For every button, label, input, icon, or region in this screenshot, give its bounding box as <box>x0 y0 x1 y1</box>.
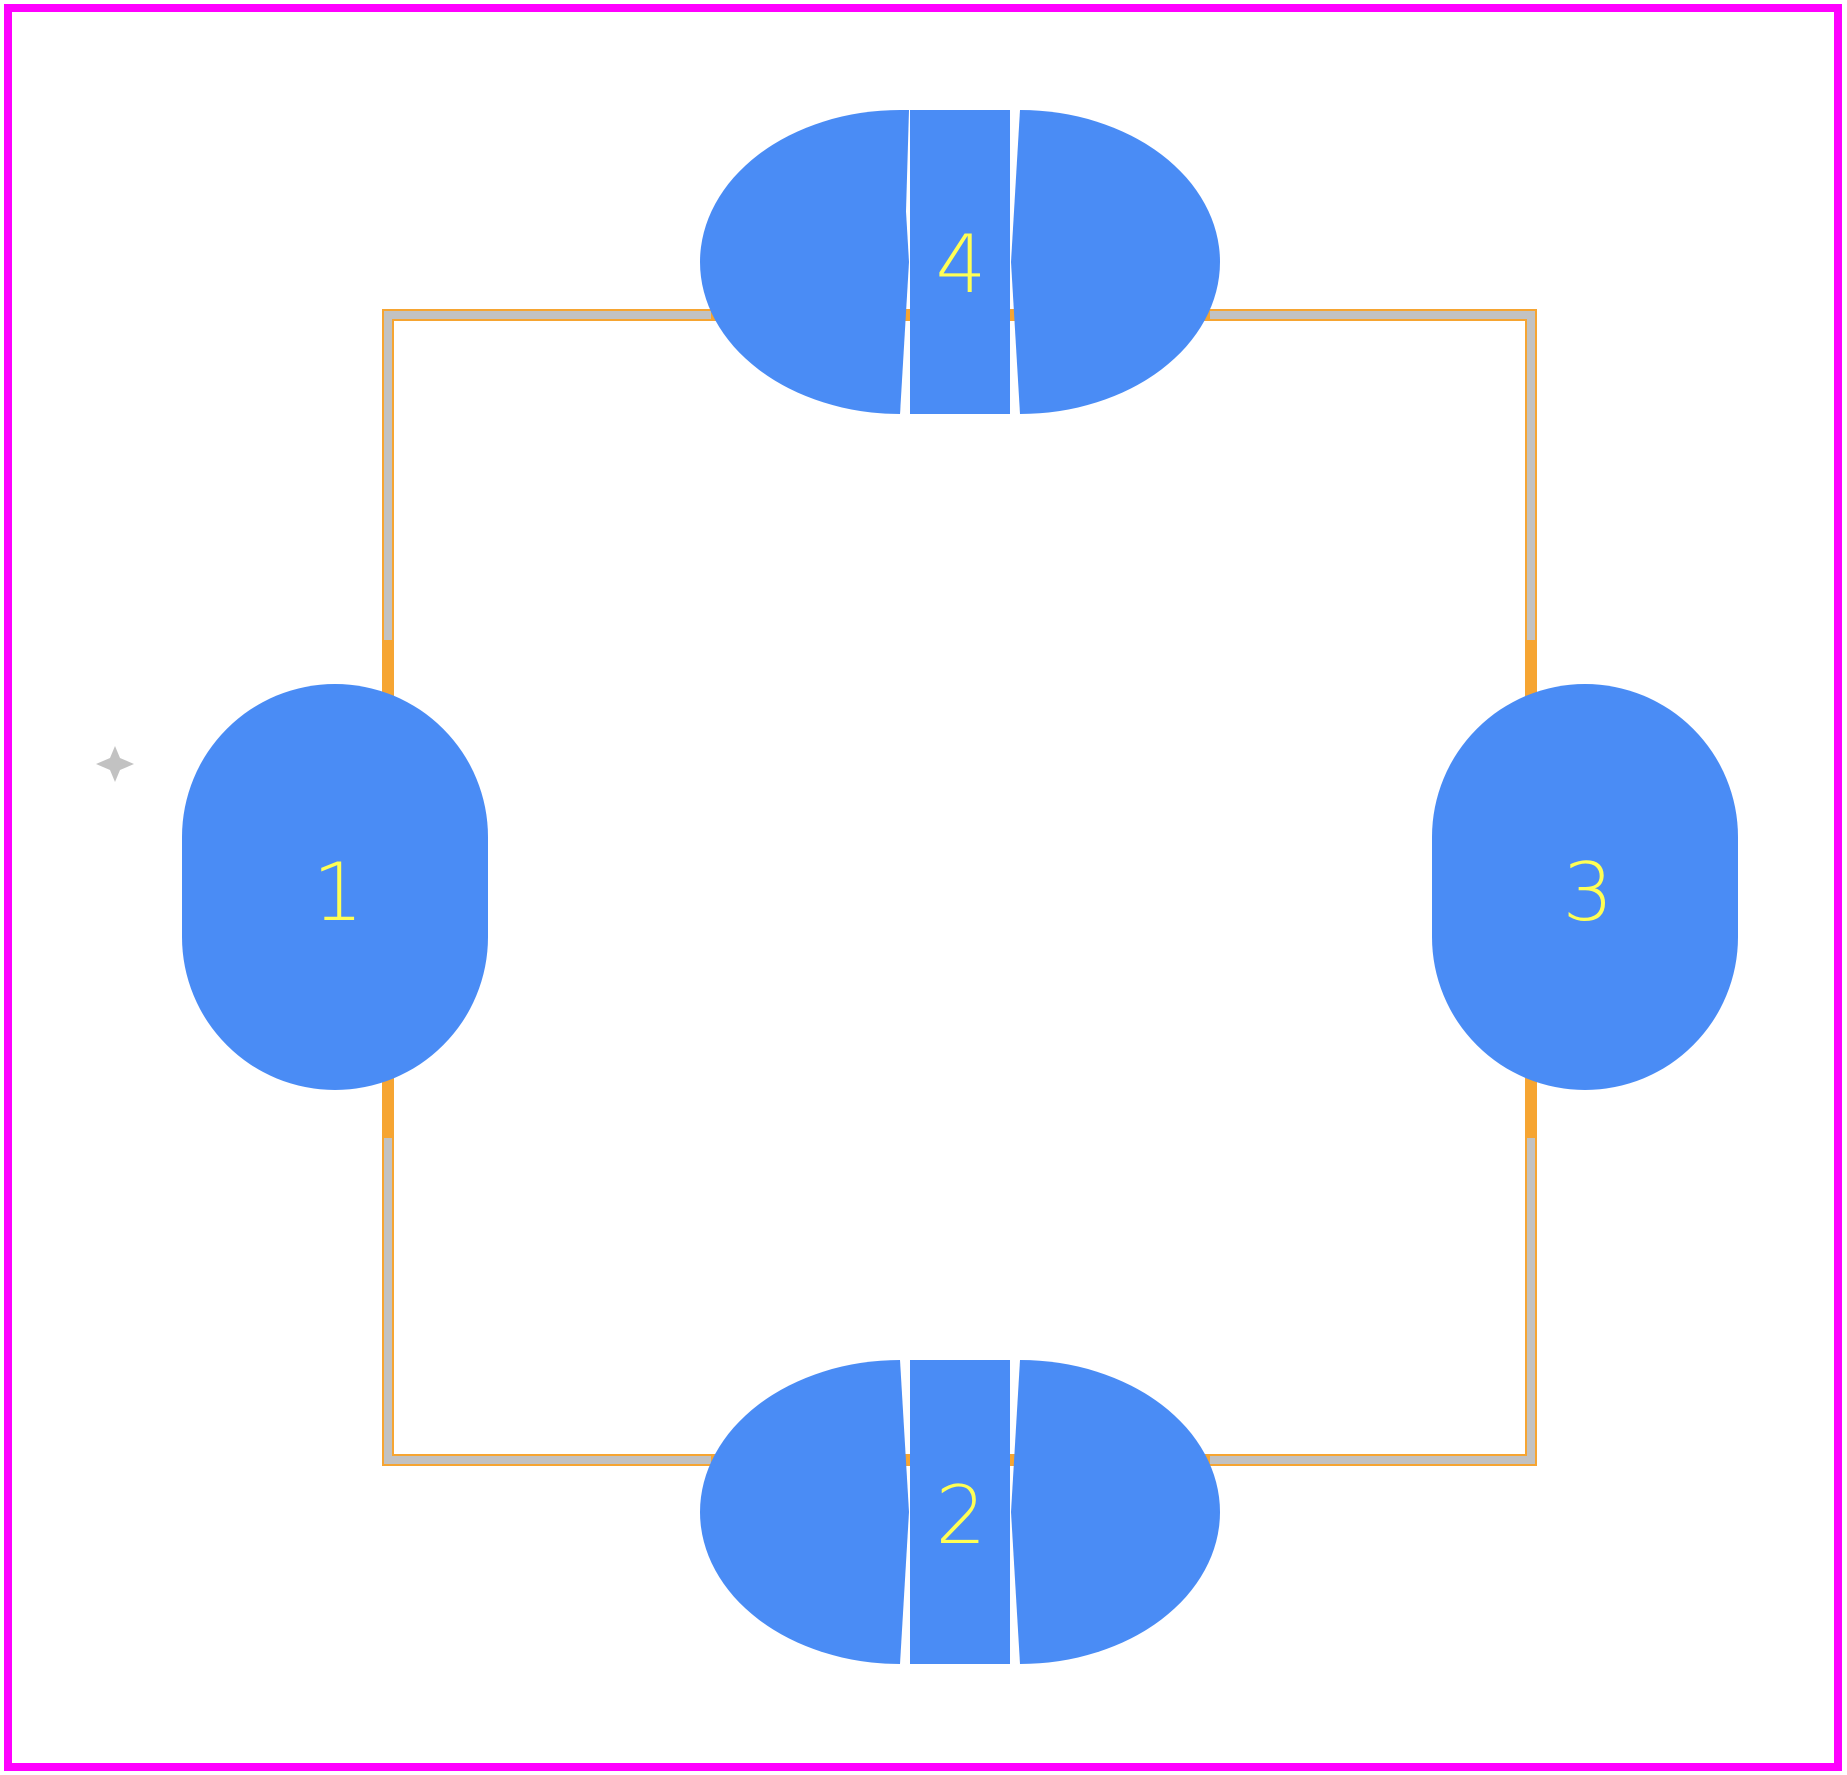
pad-2-right-half <box>1011 1360 1220 1664</box>
pad-3-label: 3 <box>1563 846 1614 939</box>
origin-cross-icon <box>96 746 134 782</box>
silk-top-left <box>384 311 711 640</box>
pad-4-left-half <box>700 110 909 414</box>
pad-4-center <box>910 110 1010 414</box>
pad-2-center <box>910 1360 1010 1664</box>
pad-3-shape <box>1432 684 1738 1090</box>
silkscreen-outline <box>384 311 1535 1464</box>
pad-4-right-half <box>1011 110 1220 414</box>
board-outline <box>4 4 1842 1771</box>
pad-1-shape <box>182 684 488 1090</box>
pad-1-label: 1 <box>313 846 364 939</box>
pad-4: 4 <box>700 110 1220 414</box>
pad-2-left-half <box>700 1360 909 1664</box>
pad-4-label: 4 <box>936 218 987 311</box>
pad-3: 3 <box>1432 684 1738 1090</box>
pad-2: 2 <box>700 1360 1220 1664</box>
pad-1: 1 <box>182 684 488 1090</box>
silk-bottom-right <box>1210 1138 1535 1464</box>
assembly-outline <box>382 309 1537 1466</box>
pad-2-label: 2 <box>936 1469 987 1562</box>
silk-bottom-left <box>384 1138 711 1464</box>
silk-top-right <box>1210 311 1535 640</box>
